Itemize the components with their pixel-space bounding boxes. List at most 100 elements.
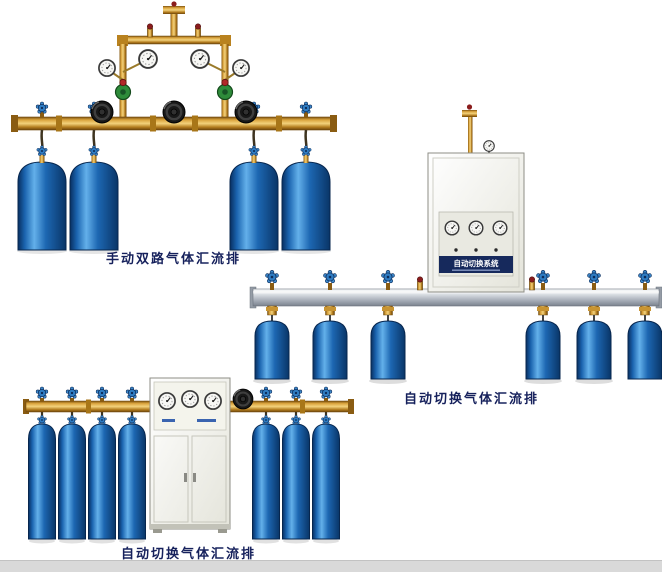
cabinet-riser-pipe bbox=[468, 116, 473, 153]
manifold-auto-floor bbox=[23, 377, 354, 544]
station-valve-handwheel bbox=[125, 386, 139, 399]
cabinet-foot bbox=[218, 529, 227, 533]
fitting-hex-nut bbox=[588, 307, 600, 311]
station-valve-handwheel bbox=[35, 101, 49, 114]
valve-stem bbox=[386, 283, 390, 290]
pressure-gauge bbox=[138, 49, 158, 69]
fitting-hex-nut bbox=[537, 307, 549, 311]
gas-cylinder bbox=[312, 423, 340, 540]
header-shutoff-valve bbox=[147, 23, 153, 38]
door-handle bbox=[184, 473, 187, 482]
cabinet-door-left bbox=[153, 435, 189, 523]
pipe-union bbox=[192, 115, 198, 132]
pressure-gauge bbox=[204, 392, 222, 410]
indicator-light bbox=[454, 248, 458, 252]
pressure-gauge bbox=[492, 220, 508, 236]
pipe-union bbox=[150, 115, 156, 132]
gas-cylinder bbox=[118, 423, 146, 540]
pressure-gauge bbox=[468, 220, 484, 236]
rail-shutoff-valve bbox=[528, 276, 536, 291]
cylinder-shadow bbox=[253, 538, 279, 544]
caption-auto-wall-manifold: 自动切换气体汇流排 bbox=[404, 391, 540, 406]
gas-cylinder bbox=[58, 423, 86, 540]
pipe-union bbox=[276, 115, 282, 132]
gas-cylinder bbox=[525, 320, 561, 380]
gas-cylinder bbox=[281, 161, 331, 251]
cylinder-shadow bbox=[311, 378, 349, 384]
station-valve-handwheel bbox=[638, 269, 652, 284]
cylinder-valve-handwheel bbox=[36, 145, 48, 157]
manifold-manual-dual bbox=[11, 1, 337, 254]
gas-cylinder bbox=[627, 320, 662, 380]
cylinder-valve-handwheel bbox=[67, 414, 77, 425]
pressure-gauge bbox=[158, 392, 176, 410]
valve-stem bbox=[294, 398, 298, 402]
station-valve-handwheel bbox=[289, 386, 303, 399]
pipe-union bbox=[56, 115, 62, 132]
cabinet-base bbox=[150, 524, 230, 529]
station-valve-handwheel bbox=[319, 386, 333, 399]
pressure-gauge bbox=[181, 390, 199, 408]
caption-manual-dual-manifold: 手动双路气体汇流排 bbox=[106, 251, 242, 266]
pressure-gauge bbox=[98, 59, 116, 77]
cylinder-shadow bbox=[524, 378, 562, 384]
cabinet-door-right bbox=[191, 435, 227, 523]
cylinder-valve-handwheel bbox=[321, 414, 331, 425]
pressure-regulator bbox=[216, 78, 234, 101]
valve-stem bbox=[264, 398, 268, 402]
gas-cylinder bbox=[370, 320, 406, 380]
cylinder-valve-handwheel bbox=[88, 145, 100, 157]
panel-label-mark bbox=[197, 419, 216, 422]
station-valve-handwheel bbox=[95, 386, 109, 399]
header-shutoff-valve bbox=[195, 23, 201, 38]
valve-stem bbox=[40, 398, 44, 402]
station-valve-handwheel bbox=[323, 269, 337, 284]
gas-cylinder bbox=[28, 423, 56, 540]
gas-cylinder bbox=[282, 423, 310, 540]
cabinet-label-strip bbox=[439, 256, 513, 273]
gas-cylinder bbox=[17, 161, 67, 251]
pressure-gauge bbox=[483, 140, 495, 152]
station-valve-handwheel bbox=[587, 269, 601, 284]
top-valve-knob bbox=[171, 1, 177, 7]
bottom-border-strip bbox=[0, 560, 662, 572]
valve-stem bbox=[643, 283, 647, 290]
station-valve-handwheel bbox=[265, 269, 279, 284]
valve-stem bbox=[541, 283, 545, 290]
gas-cylinder bbox=[252, 423, 280, 540]
cylinder-valve-handwheel bbox=[127, 414, 137, 425]
fitting-hex-nut bbox=[266, 307, 278, 311]
valve-stem bbox=[592, 283, 596, 290]
header-elbow-right bbox=[220, 35, 231, 46]
black-handwheel-valve bbox=[161, 99, 187, 125]
pressure-regulator bbox=[114, 78, 132, 101]
cylinder-neck bbox=[91, 155, 97, 163]
cabinet-door-outline bbox=[432, 157, 520, 288]
cabinet-subtext-line bbox=[452, 269, 500, 271]
cylinder-valve-handwheel bbox=[291, 414, 301, 425]
cylinder-valve-handwheel bbox=[248, 145, 260, 157]
gas-cylinder bbox=[88, 423, 116, 540]
riser-valve-knob bbox=[466, 104, 473, 110]
door-handle bbox=[193, 473, 196, 482]
black-handwheel-valve bbox=[89, 99, 115, 125]
cylinder-shadow bbox=[369, 378, 407, 384]
gas-cylinder bbox=[69, 161, 119, 251]
pressure-gauge bbox=[444, 220, 460, 236]
pipe-union bbox=[300, 399, 305, 414]
pipe-union bbox=[86, 399, 91, 414]
top-fitting bbox=[163, 6, 185, 14]
station-valve-handwheel bbox=[35, 386, 49, 399]
cabinet-foot bbox=[153, 529, 162, 533]
gas-cylinder bbox=[229, 161, 279, 251]
gas-cylinder bbox=[576, 320, 612, 380]
gas-cylinder bbox=[254, 320, 290, 380]
cylinder-valve-handwheel bbox=[37, 414, 47, 425]
station-valve-handwheel bbox=[299, 101, 313, 114]
pressure-gauge bbox=[190, 49, 210, 69]
valve-stem bbox=[40, 112, 44, 118]
valve-stem bbox=[130, 398, 134, 402]
cylinder-shadow bbox=[313, 538, 339, 544]
riser-fitting bbox=[462, 110, 477, 117]
